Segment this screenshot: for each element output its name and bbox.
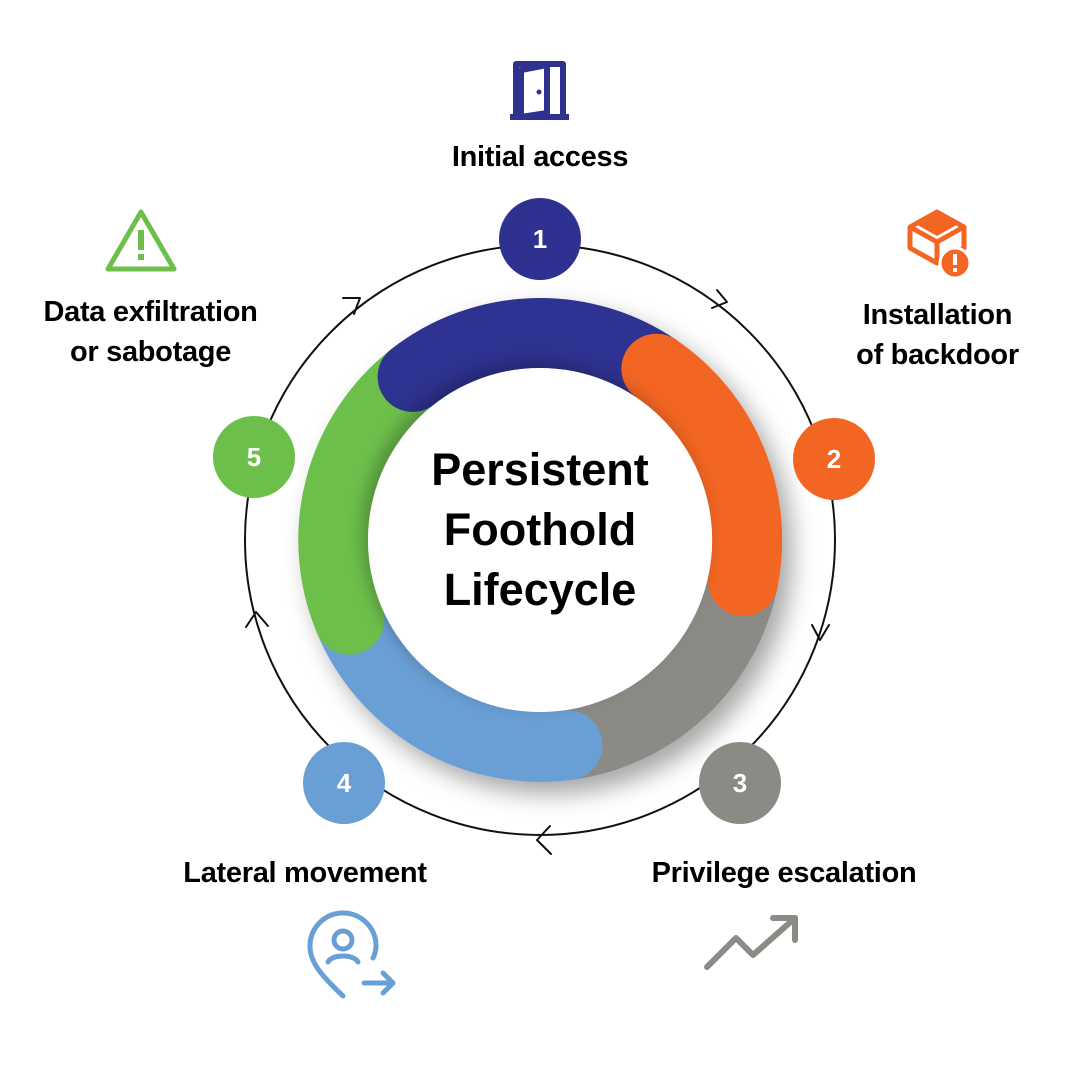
- center-ring: [298, 298, 783, 782]
- stage-4-badge: 4: [303, 742, 385, 824]
- stage-3-label-line: Privilege escalation: [651, 857, 917, 889]
- ring-segment-2: [621, 333, 783, 616]
- stage-1-badge: 1: [499, 198, 581, 280]
- stage-2-number: 2: [827, 444, 841, 474]
- trend-up-arrow-icon: [704, 915, 798, 970]
- cycle-arrow: [342, 297, 361, 315]
- stage-3-badge: 3: [699, 742, 781, 824]
- stage-2-label-line: of backdoor: [856, 339, 1019, 371]
- stage-5-number: 5: [247, 442, 261, 472]
- stage-3-number: 3: [733, 768, 747, 798]
- ring-segment-1: [377, 298, 692, 412]
- center-title: Persistent Foothold Lifecycle: [390, 440, 690, 620]
- package-alert-icon: [907, 209, 972, 280]
- stage-2-badge: 2: [793, 418, 875, 500]
- center-hole-fill: [370, 370, 710, 710]
- cycle-arrow: [711, 289, 728, 309]
- stage-5-label-line: or sabotage: [69, 336, 232, 368]
- stage-1-number: 1: [533, 224, 547, 254]
- warning-triangle-icon: [105, 209, 177, 272]
- stage-2-label-line: Installation: [862, 299, 1013, 331]
- center-title-line: Lifecycle: [443, 564, 637, 615]
- stage-4-number: 4: [337, 768, 352, 798]
- ring-segment-5: [298, 341, 448, 655]
- stage-5-dot: [213, 416, 295, 498]
- stage-2-dot: [793, 418, 875, 500]
- stage-4-label-line: Lateral movement: [183, 857, 427, 889]
- stage-5-label: Data exfiltration or sabotage: [8, 292, 293, 372]
- stage-5-badge: 5: [213, 416, 295, 498]
- stage-1-label-line: Initial access: [451, 141, 629, 173]
- door-icon: [510, 61, 569, 120]
- cycle-arrow: [536, 825, 552, 855]
- stage-1-label: Initial access: [390, 137, 690, 177]
- user-location-arrow-icon: [307, 910, 396, 999]
- center-title-line: Persistent: [431, 444, 649, 495]
- ring-segment-4: [314, 584, 603, 782]
- stage-5-label-line: Data exfiltration: [43, 296, 258, 328]
- stage-4-label: Lateral movement: [140, 853, 470, 893]
- cycle-arrow: [811, 624, 830, 641]
- stage-3-label: Privilege escalation: [600, 853, 968, 893]
- cycle-arrow: [245, 611, 269, 628]
- stage-1-dot: [499, 198, 581, 280]
- stage-3-dot: [699, 742, 781, 824]
- stage-4-dot: [303, 742, 385, 824]
- stage-2-label: Installation of backdoor: [820, 295, 1055, 375]
- center-title-line: Foothold: [443, 504, 637, 555]
